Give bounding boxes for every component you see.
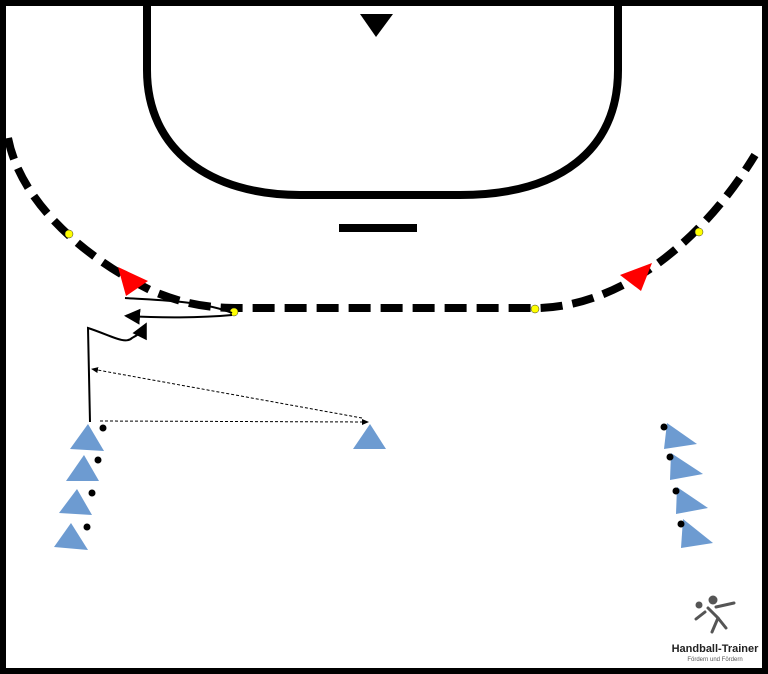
ball-marker [666, 453, 674, 461]
attacker-queue-right [660, 423, 713, 548]
court-background [6, 6, 762, 668]
pass-arrow [91, 367, 363, 419]
ball-marker [83, 523, 91, 531]
run-path-arrow [124, 297, 233, 314]
attacker [54, 523, 88, 550]
handball-player-icon [694, 595, 736, 634]
attacker-queue-left [54, 424, 107, 550]
ball-marker [88, 489, 96, 497]
goalkeeper-marker [360, 14, 393, 37]
run-path-arrow [86, 322, 147, 423]
cone [64, 229, 74, 239]
logo-subtitle: Fördern und Fördern [687, 657, 742, 663]
ball-marker [660, 423, 668, 431]
defender-left [118, 267, 148, 296]
cone [694, 227, 704, 237]
logo-title: Handball-Trainer [672, 643, 760, 655]
run-path-arrow [124, 308, 233, 325]
attacker [676, 487, 708, 514]
attacker-center [353, 424, 386, 449]
attacker [664, 423, 697, 449]
defender-right [620, 263, 652, 291]
attacker [70, 424, 104, 451]
ball-marker [672, 487, 680, 495]
ball-marker [94, 456, 102, 464]
attacker [681, 519, 713, 548]
goal-area-line [143, 6, 622, 199]
attacker [66, 455, 99, 481]
ball-marker [99, 424, 107, 432]
seven-meter-line [339, 224, 417, 232]
cone [530, 304, 540, 314]
ball-marker [677, 520, 685, 528]
logo: Handball-Trainer Fördern und Fördern [672, 595, 760, 663]
attacker [670, 453, 703, 480]
attacker [59, 489, 92, 515]
